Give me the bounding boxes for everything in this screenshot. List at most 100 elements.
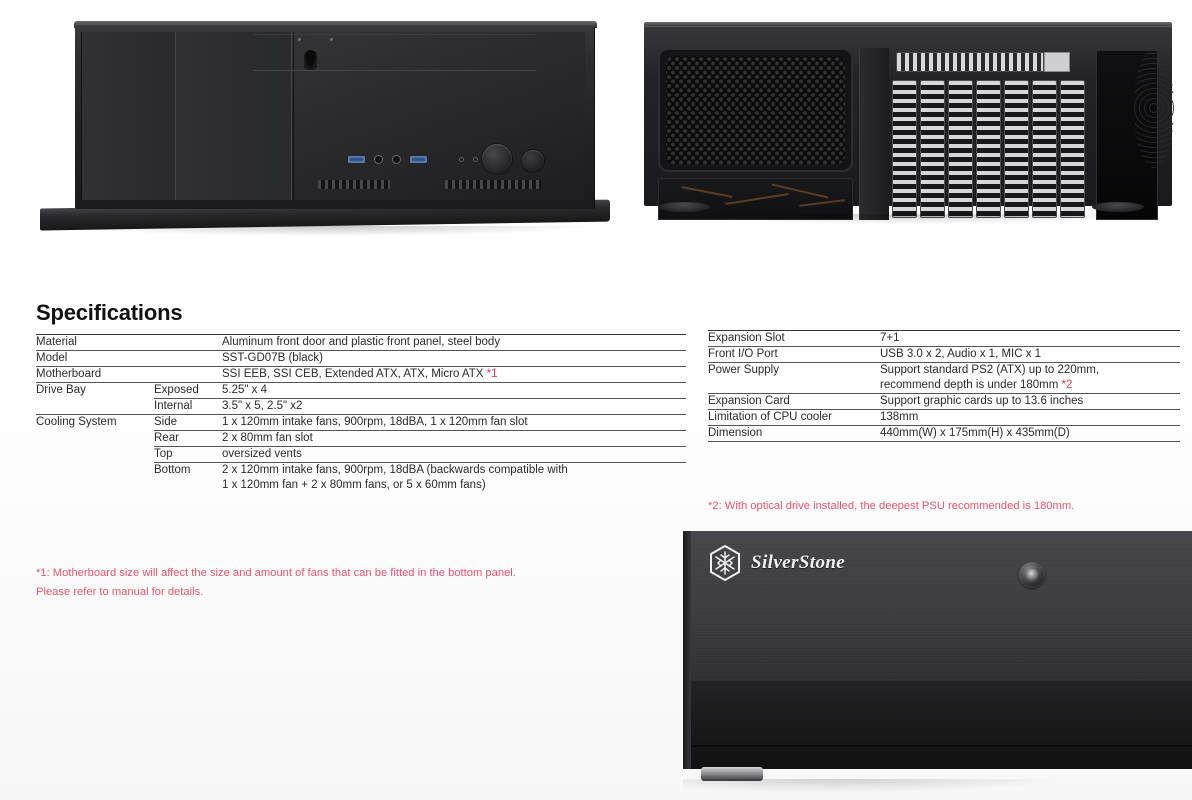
spec-sublabel: Side — [154, 414, 222, 431]
wordmark-stone: Stone — [798, 552, 846, 573]
hdd-led-icon — [473, 156, 478, 162]
spec-value-text: Aluminum front door and plastic front pa… — [222, 336, 501, 348]
rear-top-edge — [644, 22, 1172, 28]
spec-value: 138mm — [880, 409, 1180, 426]
front-vent-grille — [445, 180, 541, 189]
chassis-foot — [658, 202, 710, 212]
spec-sublabel — [154, 478, 222, 493]
spec-value: 3.5" x 5, 2.5" x2 — [222, 398, 686, 415]
rear-drop-shadow — [680, 214, 1140, 224]
table-row: Motherboard SSI EEB, SSI CEB, Extended A… — [36, 366, 686, 383]
case-front-closeup-view-image: SilverStone — [683, 531, 1192, 800]
table-row: Internal 3.5" x 5, 2.5" x2 — [36, 398, 686, 415]
rear-chassis-body — [644, 26, 1174, 220]
spec-value-text: USB 3.0 x 2, Audio x 1, MIC x 1 — [880, 348, 1042, 360]
spec-label — [36, 431, 154, 447]
footnote-marker-2: *2 — [1061, 379, 1073, 391]
footnote-1-line1: *1: Motherboard size will affect the siz… — [36, 567, 516, 579]
usb3-port-icon — [348, 155, 365, 163]
bay-seam-lower — [254, 70, 536, 71]
footnote-1: *1: Motherboard size will affect the siz… — [36, 564, 696, 602]
spec-value: 2 x 120mm intake fans, 900rpm, 18dBA (ba… — [222, 462, 686, 478]
snowflake-hex-logo-icon — [709, 545, 741, 581]
spec-value-text: 1 x 120mm intake fans, 900rpm, 18dBA, 1 … — [222, 416, 528, 428]
motherboard-io-shield — [896, 52, 1044, 72]
power-button-icon — [482, 144, 512, 174]
table-row: Bottom 2 x 120mm intake fans, 900rpm, 18… — [36, 462, 686, 479]
spec-value-text: 440mm(W) x 175mm(H) x 435mm(D) — [880, 427, 1070, 439]
spec-label: Dimension — [708, 425, 880, 442]
spec-value-text: 2 x 80mm fan slot — [222, 432, 313, 444]
spec-value: SST-GD07B (black) — [222, 350, 686, 367]
expansion-slot-bank — [892, 80, 1090, 218]
front-optical-bay-panel — [293, 32, 585, 200]
spec-label — [36, 399, 154, 415]
spec-value: Support standard PS2 (ATX) up to 220mm, — [880, 362, 1180, 378]
spec-sublabel — [154, 334, 222, 351]
spec-value-text: SSI EEB, SSI CEB, Extended ATX, ATX, Mic… — [222, 368, 487, 380]
wire-fan-grille-icon — [1134, 48, 1174, 168]
spec-value: 1 x 120mm intake fans, 900rpm, 18dBA, 1 … — [222, 414, 686, 431]
table-row: Drive Bay Exposed 5.25" x 4 — [36, 382, 686, 399]
spec-value: Aluminum front door and plastic front pa… — [222, 334, 686, 351]
spec-label — [36, 478, 154, 493]
spec-value-text: oversized vents — [222, 448, 302, 460]
expansion-slot-cover — [1004, 80, 1029, 218]
closeup-front-panel: SilverStone — [683, 531, 1192, 769]
spec-value-text: recommend depth is under 180mm — [880, 379, 1062, 391]
closeup-left-edge — [683, 531, 691, 769]
table-row: Limitation of CPU cooler 138mm — [708, 409, 1180, 426]
expansion-slot-cover — [892, 80, 917, 218]
footnote-2: *2: With optical drive installed, the de… — [708, 497, 1188, 516]
panel-screw-icon — [298, 38, 301, 41]
mic-jack-icon — [392, 154, 401, 164]
spec-sublabel: Exposed — [154, 382, 222, 399]
footnote-1-line2: Please refer to manual for details. — [36, 586, 204, 598]
footnote-marker-1: *1 — [486, 368, 498, 380]
table-row: Power Supply Support standard PS2 (ATX) … — [708, 362, 1180, 378]
spec-value-text: 3.5" x 5, 2.5" x2 — [222, 400, 303, 412]
expansion-slot-cover — [1032, 80, 1057, 218]
table-row: Top oversized vents — [36, 446, 686, 463]
front-vent-grille — [318, 180, 390, 189]
spec-label — [36, 463, 154, 479]
front-door-left-section — [81, 32, 176, 200]
table-row: Model SST-GD07B (black) — [36, 350, 686, 367]
front-drop-shadow — [70, 226, 590, 236]
spec-value: 5.25" x 4 — [222, 382, 686, 399]
spec-label: Drive Bay — [36, 382, 154, 399]
case-front-view-image — [30, 12, 610, 242]
cable-strand — [799, 199, 845, 207]
panel-screw-icon — [330, 38, 333, 41]
specifications-table-right: Expansion Slot 7+1 Front I/O Port USB 3.… — [708, 330, 1180, 442]
closeup-drop-shadow — [683, 779, 1063, 793]
io-shield-tab — [1044, 52, 1070, 72]
spec-value-text: 7+1 — [880, 332, 900, 344]
spec-value-text: 1 x 120mm fan + 2 x 80mm fans, or 5 x 60… — [222, 479, 486, 491]
front-chassis-body — [75, 24, 595, 209]
spec-value: recommend depth is under 180mm *2 — [880, 378, 1180, 394]
spec-value-text: 5.25" x 4 — [222, 384, 268, 396]
lower-interior-bay — [658, 178, 853, 220]
spec-value: 2 x 80mm fan slot — [222, 430, 686, 447]
spec-value: USB 3.0 x 2, Audio x 1, MIC x 1 — [880, 346, 1180, 363]
spec-sublabel: Bottom — [154, 462, 222, 478]
spec-value: SSI EEB, SSI CEB, Extended ATX, ATX, Mic… — [222, 366, 686, 383]
expansion-slot-cover — [1060, 80, 1085, 218]
table-row: Front I/O Port USB 3.0 x 2, Audio x 1, M… — [708, 346, 1180, 363]
reset-button-icon — [522, 150, 544, 172]
spec-label: Power Supply — [708, 362, 880, 378]
table-row: recommend depth is under 180mm *2 — [708, 378, 1180, 394]
table-row: Expansion Slot 7+1 — [708, 330, 1180, 347]
spec-label: Front I/O Port — [708, 346, 880, 363]
footnote-2-line1: *2: With optical drive installed, the de… — [708, 500, 1075, 512]
spec-label — [708, 378, 880, 394]
spec-label — [36, 447, 154, 463]
cable-strand — [725, 193, 789, 205]
table-row: Material Aluminum front door and plastic… — [36, 334, 686, 351]
bay-seam-upper — [254, 34, 536, 35]
silverstone-brand-logo: SilverStone — [709, 545, 845, 581]
spec-label: Material — [36, 334, 154, 351]
spec-label: Cooling System — [36, 414, 154, 431]
wordmark-silver: Silver — [751, 552, 799, 573]
